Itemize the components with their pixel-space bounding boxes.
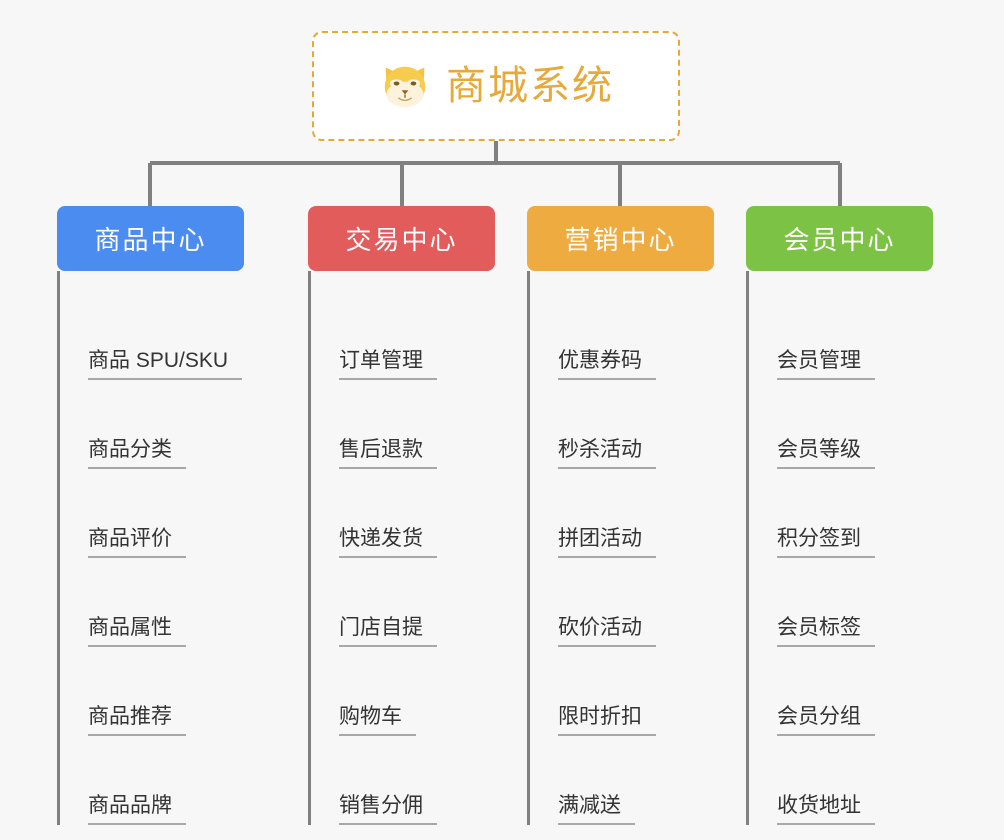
list-item-label: 销售分佣 [339, 794, 437, 825]
list-item-label: 限时折扣 [558, 705, 656, 736]
list-item[interactable]: 订单管理 [311, 291, 495, 380]
branch-items-1: 商品 SPU/SKU 商品分类 商品评价 商品属性 商品推荐 商品品牌 [57, 271, 244, 825]
list-item[interactable]: 商品评价 [60, 469, 244, 558]
list-item-label: 会员标签 [777, 616, 875, 647]
root-title: 商城系统 [446, 64, 614, 108]
list-item-label: 会员等级 [777, 438, 875, 469]
branch-items-4: 会员管理 会员等级 积分签到 会员标签 会员分组 收货地址 [746, 271, 933, 825]
list-item-label: 积分签到 [777, 527, 875, 558]
list-item-label: 会员分组 [777, 705, 875, 736]
branch-column-2: 交易中心 订单管理 售后退款 快递发货 门店自提 购物车 销售分佣 [308, 206, 495, 825]
list-item-label: 购物车 [339, 705, 416, 736]
list-item-label: 商品分类 [88, 438, 186, 469]
list-item[interactable]: 快递发货 [311, 469, 495, 558]
branch-column-1: 商品中心 商品 SPU/SKU 商品分类 商品评价 商品属性 商品推荐 商品品牌 [57, 206, 244, 825]
list-item-label: 快递发货 [339, 527, 437, 558]
branch-header-交易中心[interactable]: 交易中心 [308, 206, 495, 271]
list-item[interactable]: 购物车 [311, 647, 495, 736]
shiba-dog-face-icon [378, 59, 432, 113]
list-item[interactable]: 会员标签 [749, 558, 933, 647]
list-item-label: 砍价活动 [558, 616, 656, 647]
list-item-label: 商品 SPU/SKU [88, 349, 243, 380]
list-item[interactable]: 满减送 [530, 736, 714, 825]
branch-header-商品中心[interactable]: 商品中心 [57, 206, 244, 271]
list-item-label: 商品评价 [88, 527, 186, 558]
list-item[interactable]: 商品推荐 [60, 647, 244, 736]
list-item[interactable]: 秒杀活动 [530, 380, 714, 469]
list-item[interactable]: 商品品牌 [60, 736, 244, 825]
branch-column-3: 营销中心 优惠券码 秒杀活动 拼团活动 砍价活动 限时折扣 满减送 [527, 206, 714, 825]
list-item-label: 秒杀活动 [558, 438, 656, 469]
branch-header-label: 会员中心 [783, 225, 896, 255]
branch-items-3: 优惠券码 秒杀活动 拼团活动 砍价活动 限时折扣 满减送 [527, 271, 714, 825]
branch-items-2: 订单管理 售后退款 快递发货 门店自提 购物车 销售分佣 [308, 271, 495, 825]
list-item-label: 满减送 [558, 794, 635, 825]
list-item-label: 商品推荐 [88, 705, 186, 736]
list-item[interactable]: 会员等级 [749, 380, 933, 469]
list-item[interactable]: 门店自提 [311, 558, 495, 647]
list-item-label: 优惠券码 [558, 349, 656, 380]
list-item[interactable]: 拼团活动 [530, 469, 714, 558]
list-item[interactable]: 商品属性 [60, 558, 244, 647]
list-item[interactable]: 会员管理 [749, 291, 933, 380]
list-item[interactable]: 优惠券码 [530, 291, 714, 380]
list-item[interactable]: 销售分佣 [311, 736, 495, 825]
list-item-label: 商品品牌 [88, 794, 186, 825]
list-item-label: 门店自提 [339, 616, 437, 647]
list-item-label: 商品属性 [88, 616, 186, 647]
list-item-label: 会员管理 [777, 349, 875, 380]
list-item-label: 订单管理 [339, 349, 437, 380]
list-item[interactable]: 积分签到 [749, 469, 933, 558]
branch-header-营销中心[interactable]: 营销中心 [527, 206, 714, 271]
branch-header-label: 交易中心 [345, 225, 458, 255]
list-item-label: 收货地址 [777, 794, 875, 825]
list-item[interactable]: 商品分类 [60, 380, 244, 469]
list-item[interactable]: 会员分组 [749, 647, 933, 736]
list-item[interactable]: 商品 SPU/SKU [60, 291, 244, 380]
list-item[interactable]: 售后退款 [311, 380, 495, 469]
list-item-label: 售后退款 [339, 438, 437, 469]
branch-header-会员中心[interactable]: 会员中心 [746, 206, 933, 271]
branch-header-label: 营销中心 [564, 225, 677, 255]
list-item[interactable]: 限时折扣 [530, 647, 714, 736]
list-item-label: 拼团活动 [558, 527, 656, 558]
list-item[interactable]: 收货地址 [749, 736, 933, 825]
branch-header-label: 商品中心 [94, 225, 207, 255]
branch-column-4: 会员中心 会员管理 会员等级 积分签到 会员标签 会员分组 收货地址 [746, 206, 933, 825]
root-node[interactable]: 商城系统 [312, 31, 680, 141]
list-item[interactable]: 砍价活动 [530, 558, 714, 647]
